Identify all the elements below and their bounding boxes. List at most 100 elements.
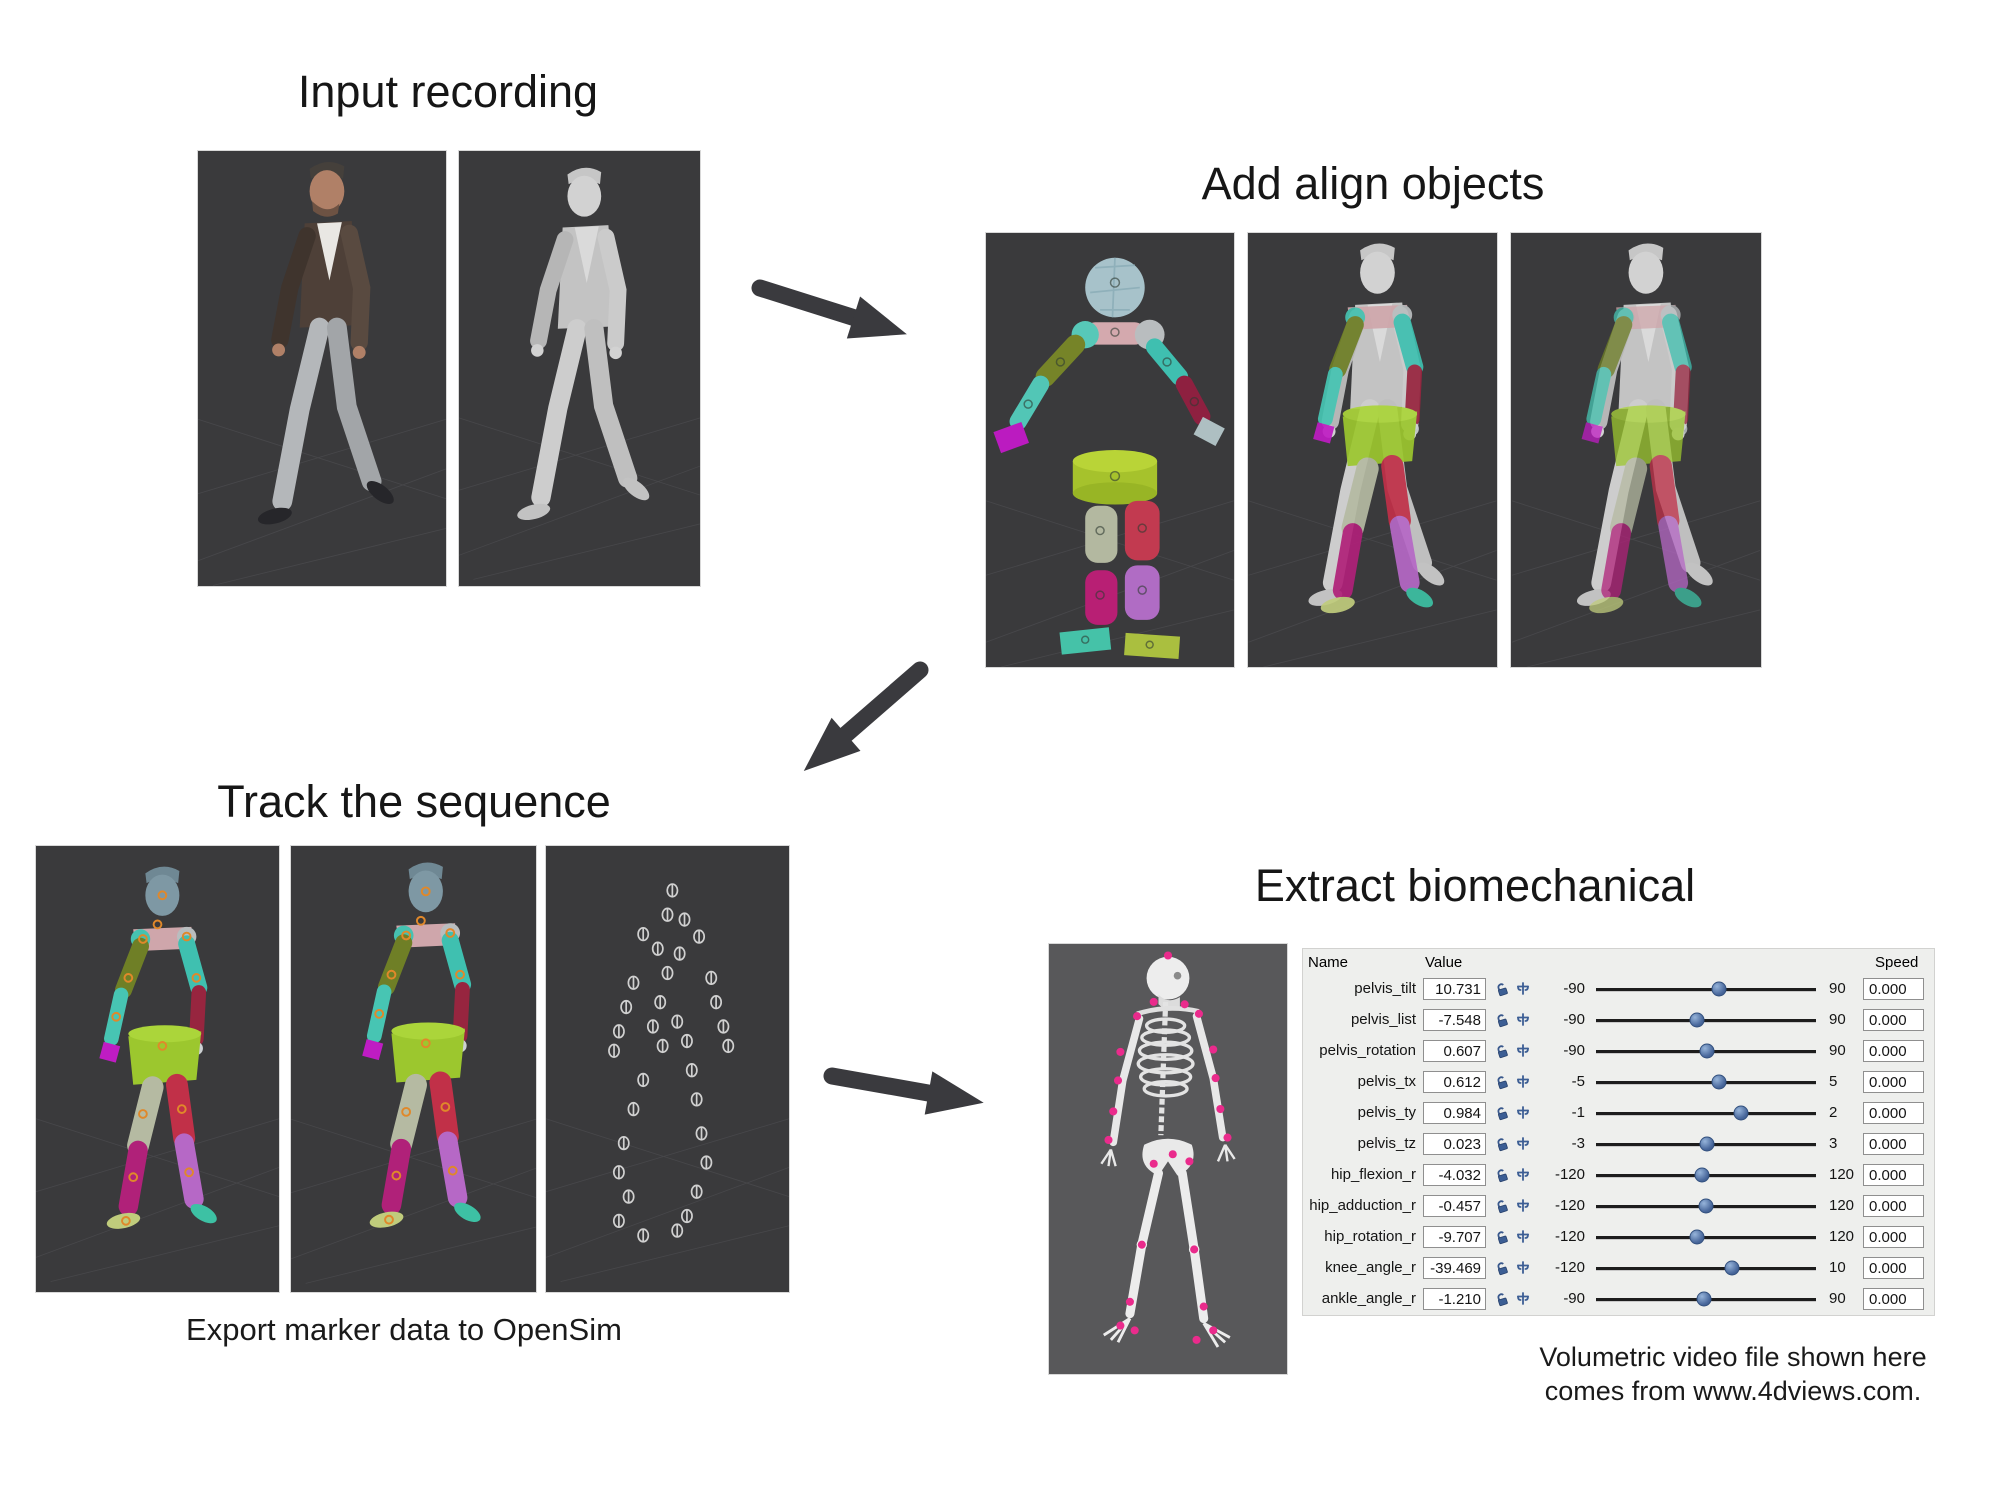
lock-open-icon[interactable] [1494,1136,1510,1152]
slider-max-label: 10 [1829,1259,1846,1276]
slider-thumb[interactable] [1724,1260,1740,1275]
slider-thumb[interactable] [1699,1136,1715,1151]
lock-open-icon[interactable] [1494,1105,1510,1121]
speed-input[interactable]: 0.000 [1863,977,1924,1000]
pose-pin-icon[interactable] [1514,1229,1532,1245]
param-slider[interactable] [1596,1135,1816,1153]
caption-export-opensim: Export marker data to OpenSim [186,1312,622,1347]
viewport-align-overlay-2 [1510,232,1762,668]
pose-pin-icon[interactable] [1514,1167,1532,1183]
param-slider[interactable] [1596,1259,1816,1277]
pose-pin-icon[interactable] [1514,1074,1532,1090]
param-name-label: pelvis_tilt [1354,980,1416,997]
param-value-input[interactable]: -9.707 [1423,1225,1486,1248]
slider-thumb[interactable] [1694,1167,1710,1182]
param-slider[interactable] [1596,1166,1816,1184]
param-slider[interactable] [1596,1011,1816,1029]
param-row: knee_angle_r -39.469 -120 10 0.000 [1303,1252,1934,1283]
lock-open-icon[interactable] [1494,1198,1510,1214]
param-name-label: pelvis_list [1350,1011,1416,1028]
speed-input[interactable]: 0.000 [1863,1194,1924,1217]
speed-input[interactable]: 0.000 [1863,1039,1924,1062]
slider-thumb[interactable] [1696,1291,1712,1306]
lock-open-icon[interactable] [1494,1012,1510,1028]
title-track-the-sequence: Track the sequence [217,776,611,827]
slider-max-label: 90 [1829,1042,1846,1059]
slider-min-label: -90 [1563,980,1585,997]
param-value-input[interactable]: 0.984 [1423,1101,1486,1124]
pose-pin-icon[interactable] [1514,1012,1532,1028]
speed-input[interactable]: 0.000 [1863,1287,1924,1310]
speed-input[interactable]: 0.000 [1863,1008,1924,1031]
slider-track [1596,987,1816,991]
slider-min-label: -5 [1571,1073,1585,1090]
slider-max-label: 90 [1829,980,1846,997]
pose-pin-icon[interactable] [1514,981,1532,997]
slider-thumb[interactable] [1733,1105,1749,1120]
param-name-label: ankle_angle_r [1321,1290,1416,1307]
flow-arrow-input-to-align [751,279,907,339]
param-value-input[interactable]: -7.548 [1423,1008,1486,1031]
speed-input[interactable]: 0.000 [1863,1101,1924,1124]
param-name-label: knee_angle_r [1325,1259,1416,1276]
slider-track [1596,1080,1816,1084]
param-row: pelvis_tz 0.023 -3 3 0.000 [1303,1128,1934,1159]
param-value-input[interactable]: -39.469 [1423,1256,1486,1279]
pose-pin-icon[interactable] [1514,1136,1532,1152]
align-overlay-figure-1 [1248,233,1497,667]
lock-open-icon[interactable] [1494,1167,1510,1183]
speed-input[interactable]: 0.000 [1863,1132,1924,1155]
param-slider[interactable] [1596,1042,1816,1060]
slider-thumb[interactable] [1711,981,1727,996]
param-slider[interactable] [1596,1197,1816,1215]
slider-max-label: 120 [1829,1166,1855,1183]
slider-thumb[interactable] [1689,1229,1705,1244]
param-value-input[interactable]: -1.210 [1423,1287,1486,1310]
lock-open-icon[interactable] [1494,1291,1510,1307]
pose-pin-icon[interactable] [1514,1198,1532,1214]
tracked-man-figure-1 [36,846,279,1283]
param-slider[interactable] [1596,1228,1816,1246]
lock-open-icon[interactable] [1494,981,1510,997]
slider-max-label: 120 [1829,1197,1855,1214]
lock-open-icon[interactable] [1494,1260,1510,1276]
slider-max-label: 90 [1829,1290,1846,1307]
param-value-input[interactable]: 0.612 [1423,1070,1486,1093]
pose-pin-icon[interactable] [1514,1105,1532,1121]
speed-input[interactable]: 0.000 [1863,1225,1924,1248]
slider-min-label: -3 [1571,1135,1585,1152]
slider-thumb[interactable] [1711,1074,1727,1089]
align-overlay-figure-2 [1511,233,1761,667]
pose-pin-icon[interactable] [1514,1043,1532,1059]
param-slider[interactable] [1596,980,1816,998]
slider-min-label: -90 [1563,1290,1585,1307]
slider-min-label: -90 [1563,1042,1585,1059]
slider-thumb[interactable] [1698,1198,1714,1213]
lock-open-icon[interactable] [1494,1074,1510,1090]
param-value-input[interactable]: 10.731 [1423,977,1486,1000]
speed-input[interactable]: 0.000 [1863,1256,1924,1279]
param-value-input[interactable]: -4.032 [1423,1163,1486,1186]
speed-input[interactable]: 0.000 [1863,1070,1924,1093]
param-row: hip_adduction_r -0.457 -120 120 0.000 [1303,1190,1934,1221]
param-value-input[interactable]: 0.607 [1423,1039,1486,1062]
slider-track [1596,1018,1816,1022]
slider-min-label: -1 [1571,1104,1585,1121]
pose-pin-icon[interactable] [1514,1291,1532,1307]
param-slider[interactable] [1596,1104,1816,1122]
viewport-input-textured [197,150,447,587]
param-row: pelvis_ty 0.984 -1 2 0.000 [1303,1097,1934,1128]
lock-open-icon[interactable] [1494,1043,1510,1059]
speed-input[interactable]: 0.000 [1863,1163,1924,1186]
viewport-input-geometry [458,150,701,587]
lock-open-icon[interactable] [1494,1229,1510,1245]
param-value-input[interactable]: -0.457 [1423,1194,1486,1217]
slider-thumb[interactable] [1689,1012,1705,1027]
param-value-input[interactable]: 0.023 [1423,1132,1486,1155]
param-name-label: hip_adduction_r [1309,1197,1416,1214]
param-slider[interactable] [1596,1073,1816,1091]
param-slider[interactable] [1596,1290,1816,1308]
param-name-label: hip_rotation_r [1324,1228,1416,1245]
pose-pin-icon[interactable] [1514,1260,1532,1276]
slider-thumb[interactable] [1699,1043,1715,1058]
